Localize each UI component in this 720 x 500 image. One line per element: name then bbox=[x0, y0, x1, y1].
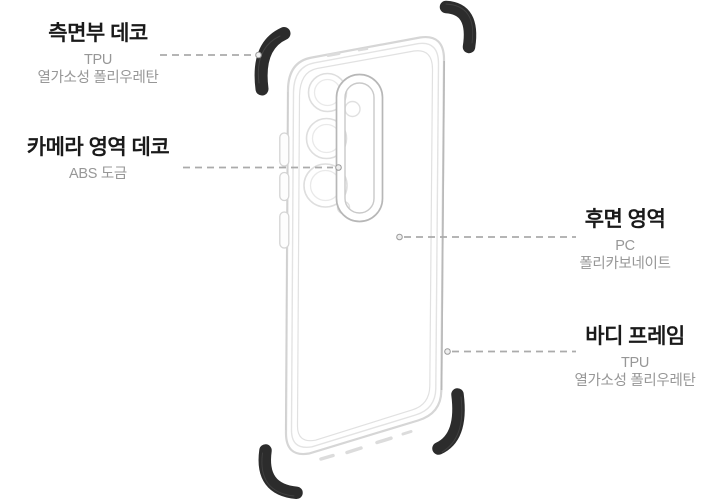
callout-title: 후면 영역 bbox=[584, 208, 666, 231]
callout-material-detail: 열가소성 폴리우레탄 bbox=[37, 69, 159, 86]
leader-dot-side-deco bbox=[255, 51, 262, 59]
callout-material: TPU bbox=[620, 355, 650, 371]
callout-material: PC bbox=[615, 238, 635, 254]
leader-dot-camera-deco bbox=[335, 164, 342, 171]
corner-bumper-bottom-left-ridge bbox=[261, 452, 295, 497]
camera-deco-outer-edge bbox=[335, 73, 384, 223]
camera-flash bbox=[344, 100, 361, 118]
callout-dots bbox=[255, 51, 451, 355]
callout-material-detail: 폴리카보네이트 bbox=[579, 255, 671, 272]
corner-bumper-bottom-right-ridge bbox=[441, 396, 463, 453]
callout-title: 바디 프레임 bbox=[585, 325, 685, 348]
phone-case bbox=[279, 35, 446, 461]
camera-deco-ring bbox=[335, 73, 384, 223]
corner-bumper-top-right bbox=[439, 0, 477, 54]
bottom-cutouts bbox=[319, 430, 413, 461]
callout-lines bbox=[160, 54, 576, 353]
camera-deco-band bbox=[336, 74, 383, 222]
leader-dot-body-frame bbox=[444, 348, 451, 355]
leader-dot-back-area bbox=[396, 233, 403, 241]
corner-bumper-top-right-ridge bbox=[445, 3, 474, 44]
corner-bumper-bottom-left bbox=[258, 444, 303, 500]
bottom-mic-slot bbox=[375, 436, 393, 445]
callout-material-detail: 열가소성 폴리우레탄 bbox=[574, 372, 696, 389]
callout-side-deco: 측면부 데코 TPU 열가소성 폴리우레탄 bbox=[2, 21, 194, 87]
case-mid-outline bbox=[290, 42, 440, 449]
callout-camera-deco: 카메라 영역 데코 ABS 도금 bbox=[2, 135, 194, 184]
top-mic-slot bbox=[326, 52, 341, 57]
callout-body-frame: 바디 프레임 TPU 열가소성 폴리우레탄 bbox=[539, 324, 720, 390]
corner-bumpers bbox=[254, 0, 477, 500]
callout-back-area: 후면 영역 PC 폴리카보네이트 bbox=[529, 207, 720, 273]
callout-material: ABS 도금 bbox=[69, 166, 127, 182]
callout-material: TPU bbox=[83, 52, 113, 68]
case-right-edge bbox=[440, 60, 445, 391]
corner-bumper-bottom-right bbox=[432, 388, 465, 455]
corner-bumper-top-left-ridge bbox=[257, 35, 281, 84]
top-antenna-slot bbox=[357, 47, 369, 52]
callout-title: 측면부 데코 bbox=[48, 22, 148, 45]
side-button-power bbox=[279, 211, 290, 249]
callout-title: 카메라 영역 데코 bbox=[26, 136, 170, 159]
bottom-port-slot bbox=[345, 446, 363, 455]
side-button-volume-down bbox=[279, 171, 290, 202]
corner-bumper-top-left bbox=[254, 27, 291, 96]
side-button-volume-up bbox=[279, 132, 290, 167]
bottom-speaker-slot bbox=[319, 453, 335, 461]
case-inner-rim bbox=[296, 50, 434, 442]
camera-deco-inner-edge bbox=[344, 82, 375, 214]
bottom-antenna-slot bbox=[401, 430, 413, 436]
